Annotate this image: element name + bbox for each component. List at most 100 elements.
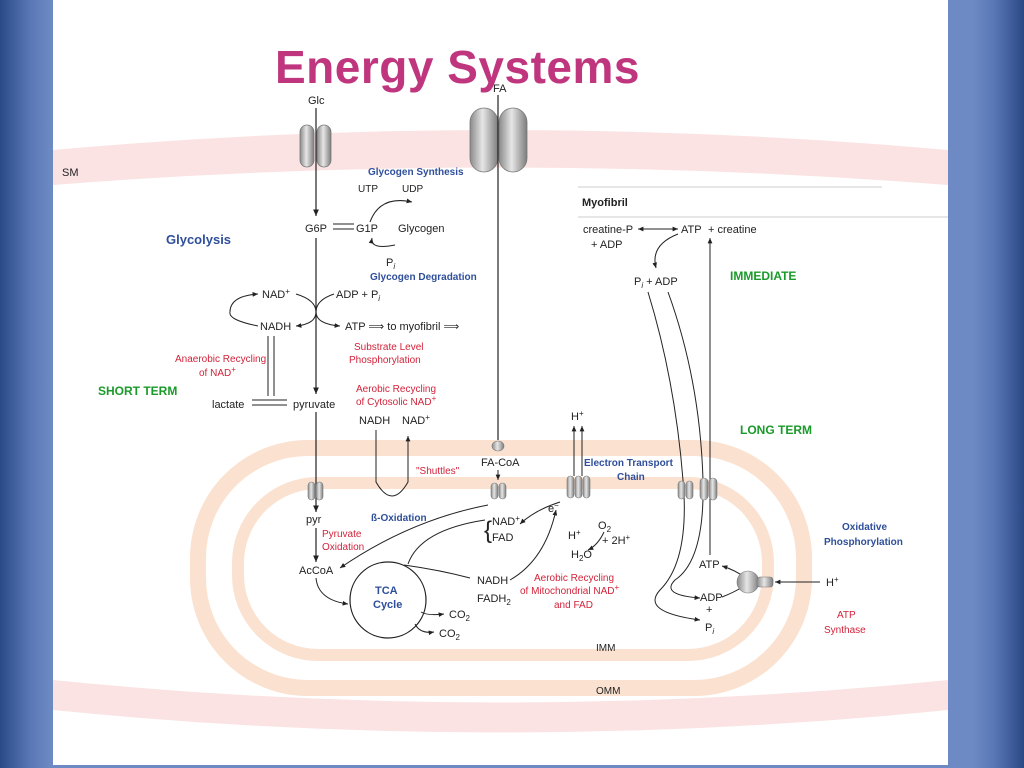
accoa-label: AcCoA [299,565,334,577]
myofibril-atp-label: ATP [681,224,702,236]
etc-label-1: Electron Transport [584,458,674,469]
cytosolic-nadh-label: NADH [359,415,390,427]
anaerobic-recycling-label-2: of NAD+ [199,365,236,379]
g6p-label: G6P [305,223,327,235]
h-plus-inner-label: H+ [568,528,581,542]
aerobic-mito-label-1: Aerobic Recycling [534,573,614,584]
oxphos-title-1: Oxidative [842,522,887,533]
tca-co2-arrow-2 [414,623,435,636]
creatine-p-label: creatine-P [583,224,633,236]
mito-fadh2-label: FADH2 [477,593,511,607]
imm-label: IMM [596,643,615,654]
pyruvate-oxidation-label-1: Pyruvate [322,529,362,540]
glycogen-synthesis-arrow [369,198,413,223]
shuttle-loop [375,430,411,497]
o2-to-h2o-curve [587,531,605,551]
aerobic-mito-label-3: and FAD [554,600,593,611]
fa-label: FA [493,83,507,95]
glycogen-degradation-label: Glycogen Degradation [370,272,477,283]
pyr-label: pyr [306,514,322,526]
plus-adp-label: + ADP [591,239,623,251]
glycogen-label: Glycogen [398,223,444,235]
fatty-acid-transporter [469,107,528,173]
tca-cycle [349,561,427,639]
anaerobic-recycling-label-1: Anaerobic Recycling [175,354,266,365]
substrate-level-label-1: Substrate Level [354,342,424,353]
oxphos-plus-label: + [706,604,712,616]
oxphos-adp-label: ADP [700,592,723,604]
mito-nadh-label: NADH [477,575,508,587]
oxphos-title-2: Phosphorylation [824,537,903,548]
etc-recycle-to-nad-arrow [519,501,561,525]
aerobic-cytosolic-label-1: Aerobic Recycling [356,384,436,395]
o2-label: O2 [598,520,612,534]
co2-label-2: CO2 [439,628,461,642]
electron-label: e− [548,501,559,515]
oxphos-atp-label: ATP [699,559,720,571]
adp-to-atp-curve [315,293,341,328]
atp-synthase-label-1: ATP [837,610,856,621]
atp-to-pi-adp-arrow [652,233,679,269]
pyruvate-oxidation-label-2: Oxidation [322,542,364,553]
immediate-label: IMMEDIATE [730,269,796,283]
g1p-label: G1P [356,223,378,235]
sm-label: SM [62,167,79,179]
nadh-label: NADH [260,321,291,333]
oxphos-pi-label: Pi [705,622,714,636]
slide: Energy Systems SM IMM OMM Glc [53,0,948,765]
atp-to-myofibril-label: ATP ⟹ to myofibril ⟹ [345,321,459,333]
sarcolemma-band-bottom [53,680,948,733]
omm-label: OMM [596,686,620,697]
lactate-label: lactate [212,399,244,411]
adp-pi-label: ADP + Pi [336,289,380,303]
tca-co2-arrow-1 [420,611,445,618]
tca-to-nadh-arrow [403,564,471,579]
nadh-to-etc-arrow [509,509,558,581]
glucose-transporter [299,124,332,168]
shuttles-label: "Shuttles" [416,466,460,477]
accoa-to-tca-arrow [315,577,349,606]
glycogen-degradation-arrow [368,237,396,247]
plus-2h-label: + 2H+ [602,533,631,547]
glycolysis-label: Glycolysis [166,232,231,247]
aerobic-cytosolic-label-2: of Cytosolic NAD+ [356,394,437,408]
glycogen-synthesis-label: Glycogen Synthesis [368,167,464,178]
substrate-level-label-2: Phosphorylation [349,355,421,366]
cytosolic-nad-label: NAD+ [402,413,430,427]
oxphos-h-plus-label: H+ [826,575,839,589]
adp-to-mito-line-a [647,291,701,622]
mito-fad-label: FAD [492,532,513,544]
myofibril-pi-adp-label: Pi + ADP [634,276,678,290]
facoa-label: FA-CoA [481,457,520,469]
tca-label-1: TCA [375,585,398,597]
h2o-label: H2O [571,549,592,563]
beta-oxidation-label: ß-Oxidation [371,513,427,524]
facoa-transporter-outer [491,440,505,452]
facoa-transporter-inner [490,482,507,500]
brace: { [484,517,492,544]
pyruvate-transporter [307,481,324,501]
etc-label-2: Chain [617,472,645,483]
glc-label: Glc [308,95,325,107]
co2-label-1: CO2 [449,609,471,623]
atp-synthase-label-2: Synthase [824,625,866,636]
utp-label: UTP [358,184,378,195]
aerobic-mito-label-2: of Mitochondrial NAD+ [520,583,619,597]
energy-systems-diagram: SM IMM OMM Glc FA Glycolysis G6P G1P Gly… [53,83,948,733]
atp-synthase [736,570,774,594]
udp-label: UDP [402,184,423,195]
h-plus-top-label: H+ [571,409,584,423]
adp-to-mito-line-b [667,291,704,600]
short-term-label: SHORT TERM [98,384,177,398]
nad-plus-label: NAD+ [262,287,290,301]
nad-to-tca-arrow [407,519,486,565]
long-term-label: LONG TERM [740,423,812,437]
pyruvate-label: pyruvate [293,399,335,411]
betaox-to-accoa-arrow [339,504,489,569]
nad-to-nadh-curve [295,293,317,328]
etc-complex [566,475,591,499]
slide-title: Energy Systems [275,41,640,93]
adp-translocase [677,477,718,501]
pi-label: Pi [386,257,395,271]
tca-label-2: Cycle [373,599,402,611]
